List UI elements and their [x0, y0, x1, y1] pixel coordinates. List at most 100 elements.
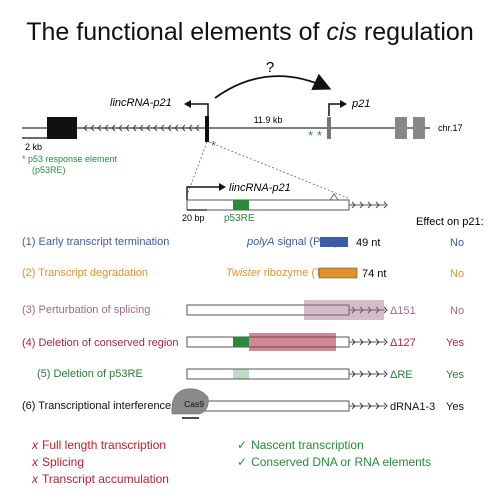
row6-size: dRNA1-3 — [390, 401, 435, 413]
effect-header: Effect on p21: — [416, 216, 484, 228]
chevron — [359, 201, 364, 209]
chevron — [90, 124, 95, 132]
chevron — [351, 306, 356, 314]
check-mark-2: ✓ — [237, 455, 247, 469]
chevron — [375, 338, 380, 346]
row5-deleted-p53re — [233, 369, 249, 379]
zoom-line-right — [208, 141, 349, 199]
p21-tss-arrow — [328, 103, 343, 116]
lincrna-tss-arrowhead — [184, 100, 191, 108]
p53re-star-right-2: * — [317, 128, 322, 143]
row3-size: Δ151 — [390, 305, 416, 317]
chevron — [383, 338, 388, 346]
row6-label: (6) Transcriptional interference — [22, 400, 171, 412]
svg-text:✓Conserved DNA or RNA elements: ✓ Conserved DNA or RNA elements — [237, 455, 431, 469]
regulation-arc — [214, 73, 332, 99]
row4-size: Δ127 — [390, 337, 416, 349]
row6-effect: Yes — [446, 401, 464, 413]
chevron — [375, 306, 380, 314]
scale-label-20bp: 20 bp — [182, 213, 205, 223]
lincrna-tss-arrow — [188, 103, 209, 116]
chevron — [83, 124, 88, 132]
chevron — [125, 124, 130, 132]
chevron — [118, 124, 123, 132]
zoom-tss-arrowhead — [219, 183, 226, 191]
row1-effect: No — [450, 237, 464, 249]
row1-detail-italic: polyA — [246, 236, 275, 248]
row2-detail-italic: Twister — [226, 267, 262, 279]
chevron — [351, 370, 356, 378]
title-prefix: The functional elements of — [26, 18, 327, 46]
p21-label: p21 — [351, 98, 370, 110]
summary-effect-2: Conserved DNA or RNA elements — [251, 455, 431, 469]
p21-exon-2 — [395, 117, 407, 139]
chevron — [375, 402, 380, 410]
chevron — [367, 338, 372, 346]
chevron — [383, 370, 388, 378]
chevron — [167, 124, 172, 132]
row5-label: (5) Deletion of p53RE — [37, 368, 143, 380]
row5-size: ΔRE — [390, 369, 413, 381]
p53re-star-left: * — [211, 138, 216, 153]
chevron — [181, 124, 186, 132]
lincrna-label: lincRNA-p21 — [110, 97, 172, 109]
row1-pas-box — [320, 237, 348, 247]
row5-chevrons — [351, 370, 388, 378]
x-mark-2: x — [31, 455, 39, 469]
x-mark-1: x — [31, 438, 39, 452]
svg-text:✓Nascent transcription: ✓Nascent transcription — [237, 438, 364, 452]
chevron — [359, 338, 364, 346]
summary-no-effect-3: Transcript accumulation — [42, 472, 169, 486]
chevron — [139, 124, 144, 132]
zoom-line-left — [185, 141, 208, 199]
zoom-chevrons — [351, 201, 388, 209]
row3-deletion-shade — [304, 300, 384, 320]
p21-tss-arrowhead — [340, 100, 347, 108]
lincrna-exon-1 — [47, 117, 77, 139]
p21-exon-1 — [327, 117, 331, 139]
chevron — [359, 370, 364, 378]
row2-effect: No — [450, 268, 464, 280]
row4-label: (4) Deletion of conserved region — [22, 337, 179, 349]
p53re-star-right-1: * — [308, 128, 313, 143]
row1-label: (1) Early transcript termination — [22, 236, 169, 248]
zoom-tss-arrow — [186, 186, 222, 200]
row2-twi-box — [318, 267, 358, 279]
chevron — [383, 306, 388, 314]
scale-label-2kb: 2 kb — [25, 142, 42, 152]
chevron — [160, 124, 165, 132]
row4-chevrons — [351, 338, 388, 346]
summary-no-effect-1: Full length transcription — [42, 438, 166, 452]
chevron — [195, 124, 200, 132]
chevron — [132, 124, 137, 132]
x-mark-3: x — [31, 472, 39, 486]
row3-chevrons — [351, 306, 388, 314]
row4-effect: Yes — [446, 337, 464, 349]
chevron — [351, 338, 356, 346]
p21-exon-3 — [413, 117, 425, 139]
chevron — [375, 201, 380, 209]
zoom-splice — [329, 193, 339, 201]
zoom-exon — [186, 199, 350, 211]
summary-no-effect-2: Splicing — [42, 455, 84, 469]
p53re-legend-abbrev: (p53RE) — [32, 165, 66, 175]
chevron — [367, 201, 372, 209]
chevron — [383, 201, 388, 209]
cas9-blob — [171, 388, 209, 415]
row6-exon — [186, 400, 350, 412]
row3-effect: No — [450, 305, 464, 317]
chevron — [97, 124, 102, 132]
chevron — [375, 370, 380, 378]
chevron — [359, 402, 364, 410]
figure-title: The functional elements of cis regulatio… — [0, 18, 500, 47]
zoom-p53re — [233, 200, 249, 210]
chevron — [367, 306, 372, 314]
chevron — [104, 124, 109, 132]
chevron — [174, 124, 179, 132]
lincrna-exon-tss — [205, 116, 209, 142]
row2-label: (2) Transcript degradation — [22, 267, 148, 279]
chevron — [153, 124, 158, 132]
chevron — [351, 201, 356, 209]
title-suffix: regulation — [356, 18, 474, 46]
